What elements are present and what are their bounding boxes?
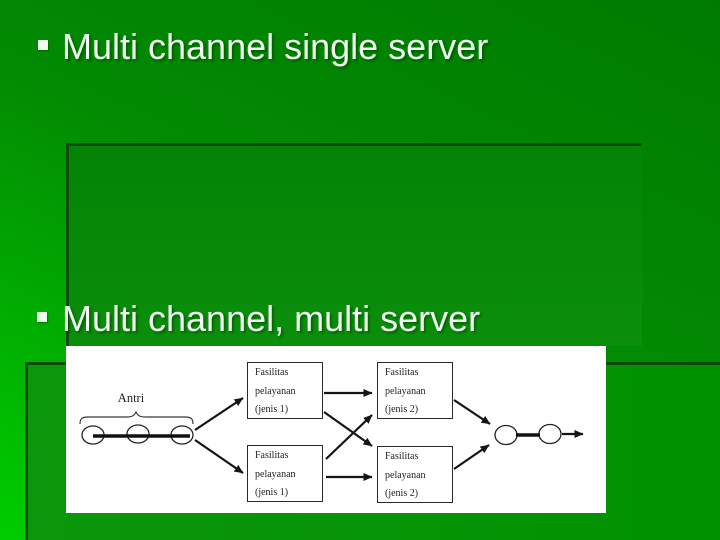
service-box-type1-top: Fasilitas pelayanan (jenis 1)	[247, 362, 323, 419]
service-box-line: Fasilitas	[255, 367, 289, 378]
flow-arrow-merge-from-bottom	[453, 444, 490, 470]
queue-brace	[79, 410, 194, 425]
service-box-type2-top: Fasilitas pelayanan (jenis 2)	[377, 362, 453, 419]
merge-circle	[538, 423, 562, 445]
service-box-line: Fasilitas	[385, 367, 419, 378]
inset-shadow-panel-top	[66, 143, 642, 346]
bullet-item-multi-channel-multi-server: Multi channel, multi server	[62, 298, 481, 339]
queue-circle	[126, 424, 150, 444]
bullet-item-multi-channel-single-server: Multi channel single server	[62, 26, 489, 67]
bullet-square-icon	[38, 40, 48, 50]
queueing-diagram-image: Antri Fasilitas pelayanan (jenis 1) Fasi…	[66, 346, 606, 513]
service-box-type1-bottom: Fasilitas pelayanan (jenis 1)	[247, 445, 323, 502]
diagram-shapes	[79, 389, 584, 481]
flow-arrow-queue-to-bottom	[194, 439, 244, 474]
service-box-line: pelayanan	[255, 468, 296, 480]
service-box-line: pelayanan	[385, 385, 426, 397]
flow-arrow-cross-down	[323, 411, 373, 447]
service-box-line: Fasilitas	[255, 450, 289, 461]
merge-circle	[494, 424, 518, 446]
service-box-line: pelayanan	[385, 469, 426, 481]
queue-label: Antri	[117, 391, 145, 405]
bullet-square-icon	[37, 312, 47, 322]
service-box-line: pelayanan	[255, 385, 296, 397]
flow-arrow-queue-to-top	[194, 397, 244, 431]
service-box-line: (jenis 2)	[385, 488, 419, 499]
service-box-line: (jenis 2)	[385, 404, 419, 415]
service-box-line: (jenis 1)	[255, 404, 289, 415]
service-box-line: (jenis 1)	[255, 487, 289, 498]
service-box-line: Fasilitas	[385, 451, 419, 462]
flow-arrow-cross-up	[325, 414, 373, 460]
service-box-type2-bottom: Fasilitas pelayanan (jenis 2)	[377, 446, 453, 503]
flow-arrow-merge-from-top	[453, 399, 491, 425]
